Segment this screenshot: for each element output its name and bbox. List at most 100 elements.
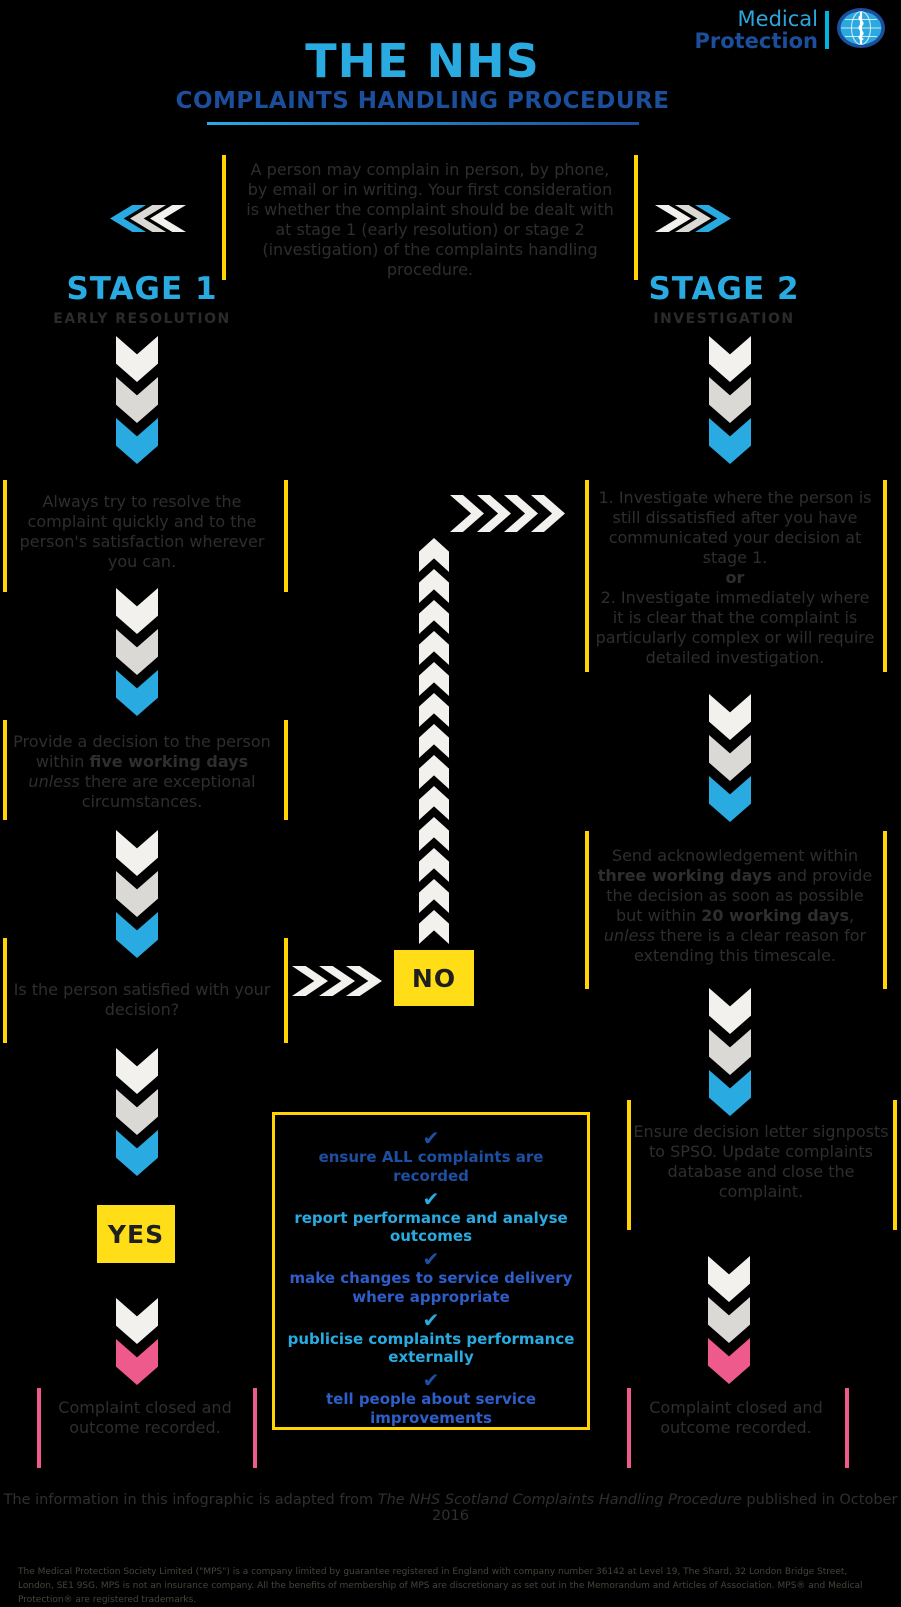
stage1-closed-right-bar — [253, 1388, 257, 1468]
stage2-label: STAGE 2 — [648, 271, 800, 307]
ack-text-italic: unless — [603, 926, 656, 945]
legal-disclaimer: The Medical Protection Society Limited (… — [18, 1567, 863, 1605]
intro-left-bar — [222, 155, 226, 280]
stage2-sublabel: INVESTIGATION — [653, 311, 795, 327]
step1-or: or — [725, 568, 745, 587]
stage2-pointer — [655, 205, 731, 232]
stage1-label: STAGE 1 — [66, 271, 218, 307]
no-branch-arrows — [292, 966, 382, 996]
ack-text-post: there is a clear reason for extending th… — [633, 926, 867, 965]
step2-text-post: there are exceptional circumstances. — [79, 772, 256, 811]
chevron-down-icon — [709, 1070, 751, 1116]
check-icon: ✔ — [422, 1186, 440, 1211]
step1-part2: 2. Investigate immediately where it is c… — [595, 588, 875, 667]
chevron-down-icon — [116, 1048, 158, 1094]
checklist-item: ✔ report performance and analyse outcome… — [281, 1189, 581, 1247]
checklist-item-text: report performance and analyse outcomes — [294, 1208, 568, 1246]
stage1-arrow-3 — [116, 830, 158, 958]
step1-part1: 1. Investigate where the person is still… — [598, 488, 872, 567]
chevron-down-icon — [708, 1338, 750, 1384]
stage2-step2-left-bar — [585, 831, 589, 989]
check-icon: ✔ — [422, 1126, 440, 1150]
stage2-step3-left-bar — [627, 1100, 631, 1230]
checklist-item: ✔ make changes to service delivery where… — [281, 1249, 581, 1307]
chevron-down-icon — [116, 418, 158, 464]
check-icon: ✔ — [422, 1307, 440, 1332]
stage2-closed-left-bar — [627, 1388, 631, 1468]
page-subtitle: COMPLAINTS HANDLING PROCEDURE — [0, 90, 845, 113]
check-icon: ✔ — [422, 1247, 440, 1271]
chevron-down-icon — [116, 336, 158, 382]
no-box: NO — [394, 950, 474, 1006]
ack-text-bold2: 20 working days — [701, 906, 849, 925]
stage2-step1-text: 1. Investigate where the person is still… — [593, 488, 877, 668]
title-underline — [207, 122, 639, 125]
chevron-up-icon — [419, 848, 449, 882]
intro-text: A person may complain in person, by phon… — [246, 160, 614, 279]
chevron-up-icon — [419, 879, 449, 913]
chevron-up-icon — [419, 724, 449, 758]
chevron-down-icon — [116, 1130, 158, 1176]
checklist-item-text: ensure ALL complaints are recorded — [318, 1148, 544, 1185]
intro-right-bar — [634, 155, 638, 280]
stage1-step1-text: Always try to resolve the complaint quic… — [19, 492, 265, 571]
logo-wordmark: Medical Protection — [640, 8, 818, 52]
subtitle-text: COMPLAINTS HANDLING PROCEDURE — [175, 88, 670, 114]
yes-box: YES — [97, 1205, 175, 1263]
chevron-down-icon — [116, 377, 158, 423]
page-title: THE NHS — [0, 38, 845, 84]
chevron-up-icon — [419, 569, 449, 603]
checklist-item-text: make changes to service delivery where a… — [289, 1269, 573, 1306]
stage2-arrow-2 — [709, 694, 751, 822]
chevron-down-icon — [116, 871, 158, 917]
ack-text-mid1: and provide the decision as soon as poss… — [606, 866, 873, 925]
chevron-down-icon — [708, 1256, 750, 1302]
stage2-arrow-3 — [709, 988, 751, 1116]
medical-protection-logo: Medical Protection — [640, 7, 886, 53]
stage1-step3-right-bar — [284, 938, 288, 1043]
stage1-closed-left-bar — [37, 1388, 41, 1468]
chevron-up-icon — [419, 538, 449, 572]
chevron-down-icon — [709, 336, 751, 382]
chevron-down-icon — [709, 776, 751, 822]
chevron-down-icon — [116, 588, 158, 634]
stage2-step2-right-bar — [883, 831, 887, 989]
stage1-step2-right-bar — [284, 720, 288, 820]
checklist-box: ✔ ensure ALL complaints are recorded ✔ r… — [272, 1112, 590, 1430]
stage1-closed-text: Complaint closed and outcome recorded. — [58, 1398, 232, 1437]
stage1-step2-left-bar — [3, 720, 7, 820]
checklist-item-text: tell people about service improvements — [325, 1390, 537, 1427]
chevron-down-icon — [116, 912, 158, 958]
ack-text-pre: Send acknowledgement within — [611, 846, 859, 865]
credit-post: published in October 2016 — [432, 1492, 898, 1524]
logo-divider-bar — [825, 11, 829, 49]
no-loop-up-column — [419, 538, 449, 944]
chevron-down-icon — [116, 830, 158, 876]
stage2-step2-text: Send acknowledgement within three workin… — [591, 846, 879, 966]
stage2-step3-text: Ensure decision letter signposts to SPSO… — [633, 1122, 889, 1201]
chevron-up-icon — [419, 662, 449, 696]
chevron-down-icon — [116, 629, 158, 675]
stage2-closed-right-bar — [845, 1388, 849, 1468]
stage2-step1-right-bar — [883, 480, 887, 672]
stage2-arrow-1 — [709, 336, 751, 464]
chevron-down-icon — [709, 988, 751, 1034]
stage1-step1-right-bar — [284, 480, 288, 592]
chevron-up-icon — [419, 693, 449, 727]
stage1-step3-text: Is the person satisfied with your decisi… — [13, 980, 271, 1019]
chevron-down-icon — [116, 1089, 158, 1135]
check-icon: ✔ — [422, 1368, 440, 1392]
step2-text-italic: unless — [28, 772, 80, 791]
chevron-up-icon — [419, 786, 449, 820]
stage2-step3-right-bar — [893, 1100, 897, 1230]
stage2-header: STAGE 2 INVESTIGATION — [599, 271, 849, 328]
credit-pre: The information in this infographic is a… — [3, 1492, 378, 1508]
stage1-step3-left-bar — [3, 938, 7, 1043]
stage1-arrow-5 — [116, 1298, 158, 1385]
chevron-down-icon — [708, 1297, 750, 1343]
checklist-item-text: publicise complaints performance externa… — [287, 1329, 575, 1367]
source-credit: The information in this infographic is a… — [0, 1492, 901, 1524]
logo-line-protection: Protection — [694, 29, 818, 53]
stage1-pointer — [110, 205, 186, 232]
